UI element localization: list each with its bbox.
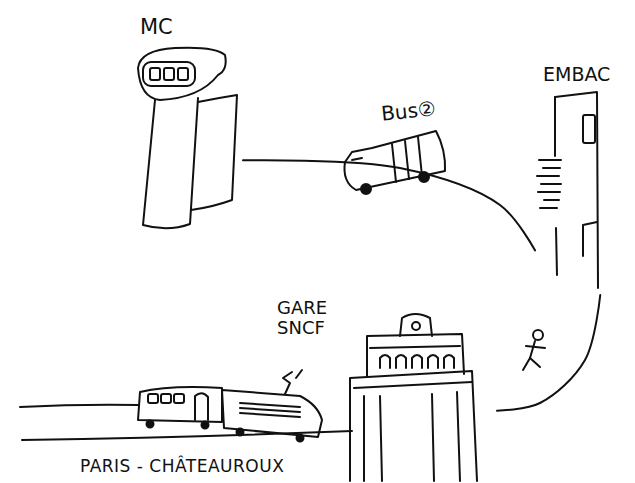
outline-stroke [412,355,422,368]
outline-stroke [370,346,460,348]
outline-stroke [380,396,382,481]
window-shape [178,68,188,80]
outline-stroke [543,167,560,169]
walking-person [523,330,545,370]
outline-stroke [538,191,560,193]
outline-stroke [428,355,438,368]
outline-stroke [400,314,432,336]
node-outline [118,12,243,227]
walking-route [497,295,600,411]
outline-stroke [583,222,597,256]
node-title: MC [140,16,200,39]
route-label: PARIS - CHÂTEAUROUX [80,456,284,476]
outline-stroke [556,228,557,275]
outline-stroke [539,159,561,161]
outline-stroke [143,98,198,228]
outline-stroke [444,355,454,368]
outline-stroke [367,334,464,376]
window-shape [164,68,174,80]
train-drawing [20,370,352,442]
control-tower: MC [118,12,243,227]
outline-stroke [537,175,559,177]
bus-drawing [344,131,445,194]
outline-stroke [138,48,226,100]
window-shape [583,115,595,143]
node-title: GARE SNCF [277,298,339,338]
outline-stroke [191,95,237,210]
clock-shape [412,322,420,330]
building: EMBAC [535,60,610,295]
node-outline [535,60,610,295]
outline-stroke [541,183,561,185]
bus-route [243,160,535,250]
outline-stroke [544,199,559,201]
outline-stroke [432,394,434,481]
outline-stroke [554,97,556,156]
outline-stroke [354,382,472,388]
route-label: Bus② [380,96,437,126]
window-shape [150,68,160,80]
outline-stroke [540,207,557,209]
station-building: GARE SNCF [272,296,497,481]
outline-stroke [457,392,460,481]
outline-stroke [380,355,390,368]
node-title: EMBAC [543,64,618,85]
window-shape [143,62,195,86]
outline-stroke [350,371,477,481]
outline-stroke [555,92,598,288]
outline-stroke [396,355,406,368]
outline-stroke [363,396,365,481]
